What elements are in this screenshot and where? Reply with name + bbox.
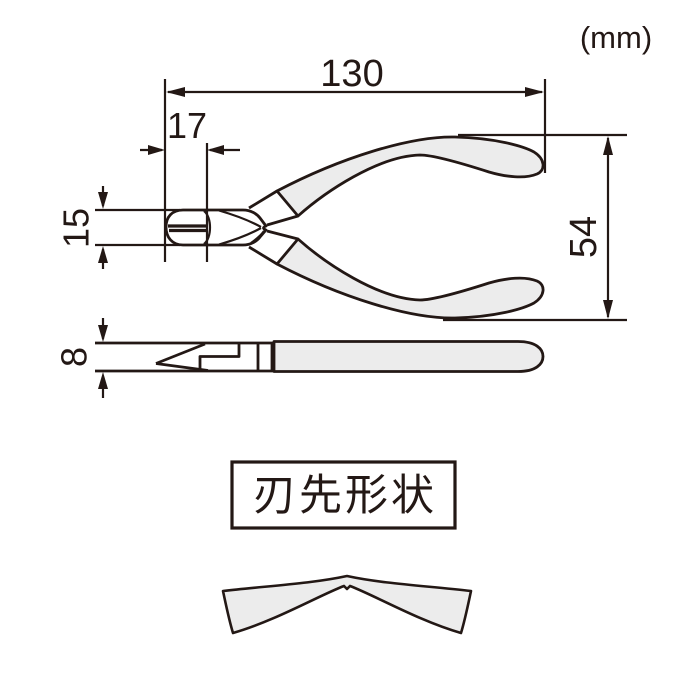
unit-label: (mm) <box>580 20 652 55</box>
dim-handle-opening-value: 54 <box>563 216 605 258</box>
dim-blade-length: 17 <box>140 105 240 262</box>
dim-head-height: 15 <box>56 186 180 269</box>
arrow-up-icon <box>98 372 108 389</box>
lower-neck-outer-line <box>248 245 278 266</box>
upper-neck-outer-line <box>248 189 278 210</box>
arrow-up-icon <box>603 136 613 155</box>
blade-shape-label: 刃先形状 <box>253 472 437 520</box>
side-view <box>95 340 545 373</box>
top-view <box>164 135 545 320</box>
blade-shape-label-box <box>230 460 457 530</box>
arrow-left-icon <box>166 87 185 97</box>
lower-neck-inner-line <box>266 229 299 241</box>
dim-blade-length-value: 17 <box>167 105 207 146</box>
lower-handle <box>275 237 545 320</box>
blade-shape-section: 刃先形状 <box>221 460 473 635</box>
arrow-down-icon <box>98 192 108 209</box>
arrow-down-icon <box>603 300 613 319</box>
arrow-up-icon <box>98 246 108 263</box>
dim-head-thickness: 8 <box>54 318 108 398</box>
side-tip-upper-bevel <box>155 342 206 365</box>
arrow-left-icon <box>148 145 165 155</box>
side-joint-step <box>198 343 241 371</box>
blade-bevel-front-arc <box>203 210 212 245</box>
pivot-arc <box>250 230 265 244</box>
blade-bevel-lower-arc <box>218 227 262 246</box>
upper-handle <box>275 135 545 218</box>
arrow-down-icon <box>98 325 108 342</box>
blade-bevel-upper-arc <box>218 209 262 228</box>
dim-handle-opening: 54 <box>443 133 627 322</box>
dim-head-thickness-value: 8 <box>54 347 95 367</box>
dim-overall-length-value: 130 <box>320 53 383 95</box>
arrow-right-icon <box>525 87 544 97</box>
upper-neck-inner-line <box>266 214 299 227</box>
dim-overall-length: 130 <box>163 53 547 262</box>
side-handle-grip <box>272 340 545 373</box>
dim-head-height-value: 15 <box>56 208 97 248</box>
arrow-right-icon <box>207 145 224 155</box>
blade-edge-profile <box>221 574 473 635</box>
